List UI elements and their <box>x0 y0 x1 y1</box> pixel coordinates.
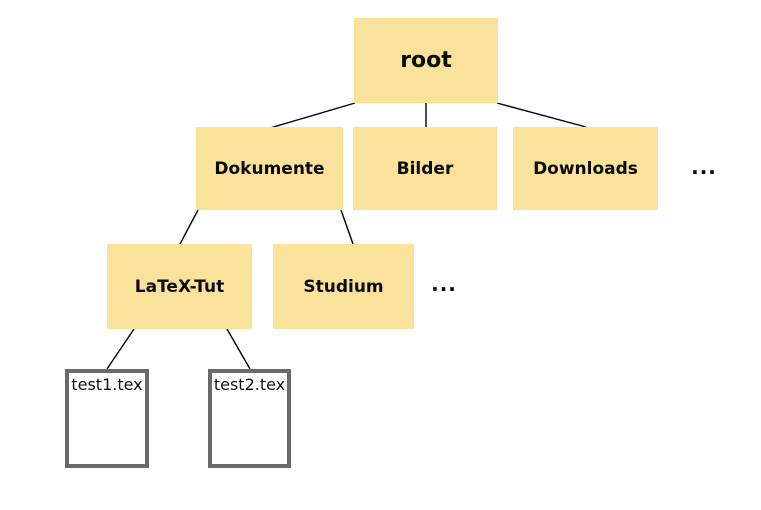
node-downloads: Downloads <box>513 127 658 210</box>
node-dokumente: Dokumente <box>196 127 343 210</box>
edge-latex-tut-test2 <box>226 328 251 370</box>
node-root: root <box>354 18 498 103</box>
node-dokumente-label: Dokumente <box>214 158 325 179</box>
node-studium-label: Studium <box>303 276 384 297</box>
node-bilder-label: Bilder <box>396 158 454 179</box>
edge-latex-tut-test1 <box>106 328 135 370</box>
node-downloads-label: Downloads <box>533 158 638 179</box>
node-bilder: Bilder <box>353 127 497 210</box>
node-latex-tut-label: LaTeX-Tut <box>134 276 225 297</box>
node-file-test2-label: test2.tex <box>213 375 286 394</box>
node-root-label: root <box>400 48 452 73</box>
ellipsis-level1: ... <box>691 155 717 179</box>
node-file-test1-label: test1.tex <box>71 375 143 394</box>
edge-root-downloads <box>496 102 587 128</box>
ellipsis-level2: ... <box>431 272 457 296</box>
node-studium: Studium <box>273 244 414 329</box>
node-file-test2: test2.tex <box>208 369 291 468</box>
edge-root-dokumente <box>269 102 356 129</box>
node-latex-tut: LaTeX-Tut <box>107 244 252 329</box>
edge-dokumente-studium <box>340 209 354 245</box>
node-file-test1: test1.tex <box>65 369 149 468</box>
edge-dokumente-latex-tut <box>179 209 199 245</box>
